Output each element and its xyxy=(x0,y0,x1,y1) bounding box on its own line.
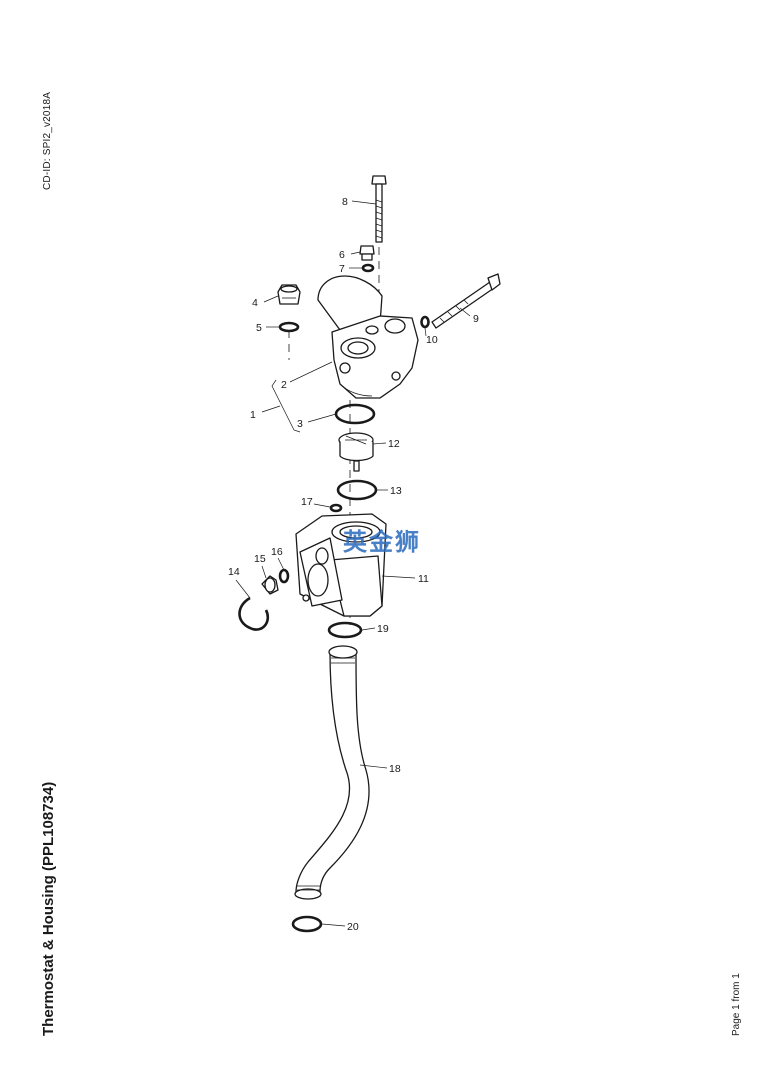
callout-17: 17 xyxy=(301,496,313,508)
leader-lines xyxy=(235,200,471,927)
part-10-washer xyxy=(420,315,430,329)
part-3-seal xyxy=(334,403,376,425)
callout-5: 5 xyxy=(256,322,262,334)
callout-12: 12 xyxy=(388,438,400,450)
part-4-plug xyxy=(277,284,301,305)
part-7-washer xyxy=(361,263,375,273)
part-20-seal xyxy=(291,915,323,933)
part-11-lower-housing xyxy=(295,513,387,617)
callout-11: 11 xyxy=(418,573,429,585)
callout-9: 9 xyxy=(473,313,479,325)
callout-4: 4 xyxy=(252,297,258,309)
part-12-thermostat xyxy=(338,432,374,472)
part-19-seal xyxy=(327,621,363,639)
callout-13: 13 xyxy=(390,485,402,497)
callout-1: 1 xyxy=(250,409,256,421)
callout-18: 18 xyxy=(389,763,401,775)
callout-16: 16 xyxy=(271,546,283,558)
part-18-hose xyxy=(294,645,370,900)
part-15-plug xyxy=(261,575,279,595)
callout-19: 19 xyxy=(377,623,389,635)
part-8-bolt xyxy=(371,175,387,243)
callout-8: 8 xyxy=(342,196,348,208)
part-13-seal xyxy=(336,479,378,501)
part-6-plug xyxy=(359,245,375,261)
callout-10: 10 xyxy=(426,334,438,346)
part-16-o-ring xyxy=(278,568,290,584)
part-9-bolt xyxy=(431,273,501,329)
assembly-bracket xyxy=(271,379,301,433)
callout-15: 15 xyxy=(254,553,266,565)
part-5-o-ring xyxy=(278,321,300,333)
part-17-ring xyxy=(329,503,343,513)
callout-3: 3 xyxy=(297,418,303,430)
callout-14: 14 xyxy=(228,566,240,578)
callout-7: 7 xyxy=(339,263,345,275)
part-14-clamp xyxy=(238,596,270,631)
part-2-upper-housing xyxy=(317,275,419,399)
callout-6: 6 xyxy=(339,249,345,261)
watermark-logo: 英金狮 xyxy=(343,528,421,556)
callout-2: 2 xyxy=(281,379,287,391)
callout-labels: 1 2 3 4 5 6 7 8 9 10 11 12 13 14 15 16 1… xyxy=(228,196,479,933)
callout-20: 20 xyxy=(347,921,359,933)
